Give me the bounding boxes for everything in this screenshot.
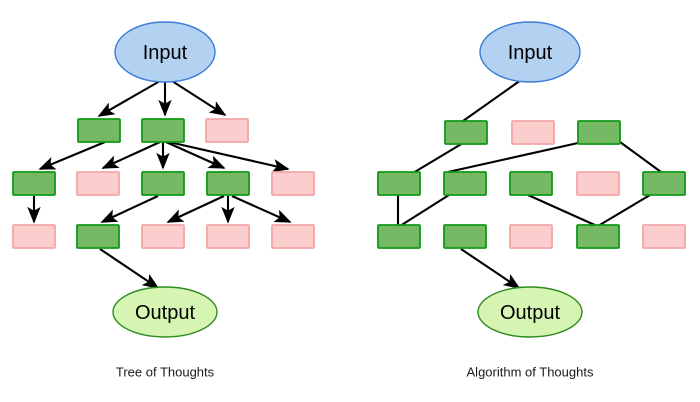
edge-a-r2-2-to-a-r3-1 bbox=[399, 194, 450, 227]
input-label: Input bbox=[143, 42, 188, 64]
edge-t-r2-3-to-t-r3-2 bbox=[100, 195, 159, 223]
edge-a-r1-3-to-a-r2-5 bbox=[619, 141, 662, 173]
thought-node-pink[interactable] bbox=[205, 118, 249, 143]
thought-node-green[interactable] bbox=[206, 171, 250, 196]
thought-node-green[interactable] bbox=[141, 171, 185, 196]
edge-input-to-t-r1-3 bbox=[171, 80, 227, 116]
output-ellipse bbox=[112, 286, 218, 338]
edge-t-r1-2-to-t-r2-5 bbox=[168, 140, 290, 173]
thought-node-pink[interactable] bbox=[12, 224, 56, 249]
edge-t-r2-4-to-t-r3-5 bbox=[231, 195, 292, 223]
edge-t-r1-2-to-t-r2-4 bbox=[165, 141, 226, 169]
edge-a-r1-1-to-a-r2-1 bbox=[412, 142, 464, 174]
edge-layer bbox=[27, 80, 292, 289]
output-node[interactable]: Output bbox=[477, 286, 583, 338]
output-node[interactable]: Output bbox=[112, 286, 218, 338]
edge-t-r3-2-to-output bbox=[99, 248, 160, 289]
thought-node-green[interactable] bbox=[443, 224, 487, 249]
thought-node-pink[interactable] bbox=[642, 224, 686, 249]
edge-t-r1-1-to-t-r2-1 bbox=[38, 141, 106, 170]
thought-node-green[interactable] bbox=[12, 171, 56, 196]
thought-node-green[interactable] bbox=[76, 224, 120, 249]
thought-node-pink[interactable] bbox=[206, 224, 250, 249]
output-label: Output bbox=[135, 302, 195, 324]
edge-a-r3-2-to-output bbox=[460, 248, 521, 289]
input-ellipse bbox=[114, 21, 216, 83]
thought-node-green[interactable] bbox=[77, 118, 121, 143]
edge-input-to-t-r1-1 bbox=[97, 80, 161, 117]
thought-node-green[interactable] bbox=[576, 224, 620, 249]
input-node[interactable]: Input bbox=[479, 21, 581, 83]
input-ellipse bbox=[479, 21, 581, 83]
panel-caption: Tree of Thoughts bbox=[116, 365, 215, 380]
thought-node-pink[interactable] bbox=[271, 224, 315, 249]
input-label: Input bbox=[508, 42, 553, 64]
thought-node-pink[interactable] bbox=[509, 224, 553, 249]
input-node[interactable]: Input bbox=[114, 21, 216, 83]
thought-node-pink[interactable] bbox=[76, 171, 120, 196]
thought-node-green[interactable] bbox=[141, 118, 185, 143]
edge-t-r2-4-to-t-r3-3 bbox=[166, 195, 225, 223]
thought-node-green[interactable] bbox=[642, 171, 686, 196]
thought-node-pink[interactable] bbox=[511, 120, 555, 145]
thought-node-pink[interactable] bbox=[271, 171, 315, 196]
panel-caption: Algorithm of Thoughts bbox=[467, 365, 594, 380]
edge-input-to-a-r1-1 bbox=[462, 79, 522, 122]
thought-node-green[interactable] bbox=[377, 224, 421, 249]
thought-node-green[interactable] bbox=[509, 171, 553, 196]
thought-node-pink[interactable] bbox=[141, 224, 185, 249]
thought-node-pink[interactable] bbox=[576, 171, 620, 196]
thought-node-green[interactable] bbox=[444, 120, 488, 145]
edge-a-r2-5-to-a-r3-4 bbox=[597, 194, 651, 227]
thought-node-green[interactable] bbox=[443, 171, 487, 196]
output-ellipse bbox=[477, 286, 583, 338]
output-label: Output bbox=[500, 302, 560, 324]
edge-t-r1-2-to-t-r2-2 bbox=[101, 141, 161, 169]
edge-layer bbox=[396, 79, 662, 289]
thought-node-green[interactable] bbox=[377, 171, 421, 196]
edge-a-r2-3-to-a-r3-4 bbox=[527, 194, 598, 227]
edge-a-r1-3-to-a-r2-2 bbox=[447, 141, 579, 174]
thought-node-green[interactable] bbox=[577, 120, 621, 145]
